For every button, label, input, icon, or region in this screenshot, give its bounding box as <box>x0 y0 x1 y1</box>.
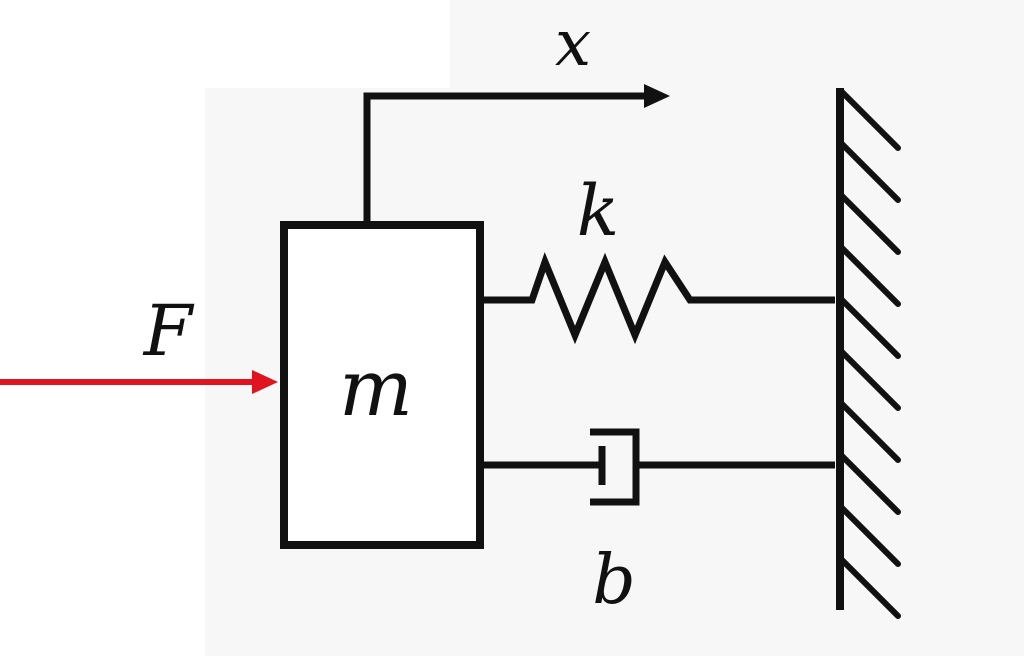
spring <box>480 252 835 345</box>
background-shade-top <box>450 0 1024 88</box>
spring-label: k <box>577 170 619 252</box>
hatch-line <box>839 505 901 567</box>
damper <box>480 428 835 506</box>
fixed-wall <box>836 88 901 619</box>
damper-label: b <box>592 541 636 620</box>
wall-hatching <box>839 89 901 619</box>
force-arrow <box>0 370 278 394</box>
hatch-line <box>839 245 901 307</box>
hatch-line <box>839 349 901 411</box>
mass-block <box>280 221 484 549</box>
hatch-line <box>839 89 901 151</box>
force-label: F <box>142 290 195 372</box>
hatch-line <box>839 453 901 515</box>
hatch-line <box>839 297 901 359</box>
displacement-label: x <box>555 7 591 81</box>
hatch-line <box>839 557 901 619</box>
hatch-line <box>839 193 901 255</box>
mass-label: m <box>339 344 413 434</box>
displacement-arrow <box>363 84 670 222</box>
hatch-line <box>839 141 901 203</box>
hatch-line <box>839 401 901 463</box>
